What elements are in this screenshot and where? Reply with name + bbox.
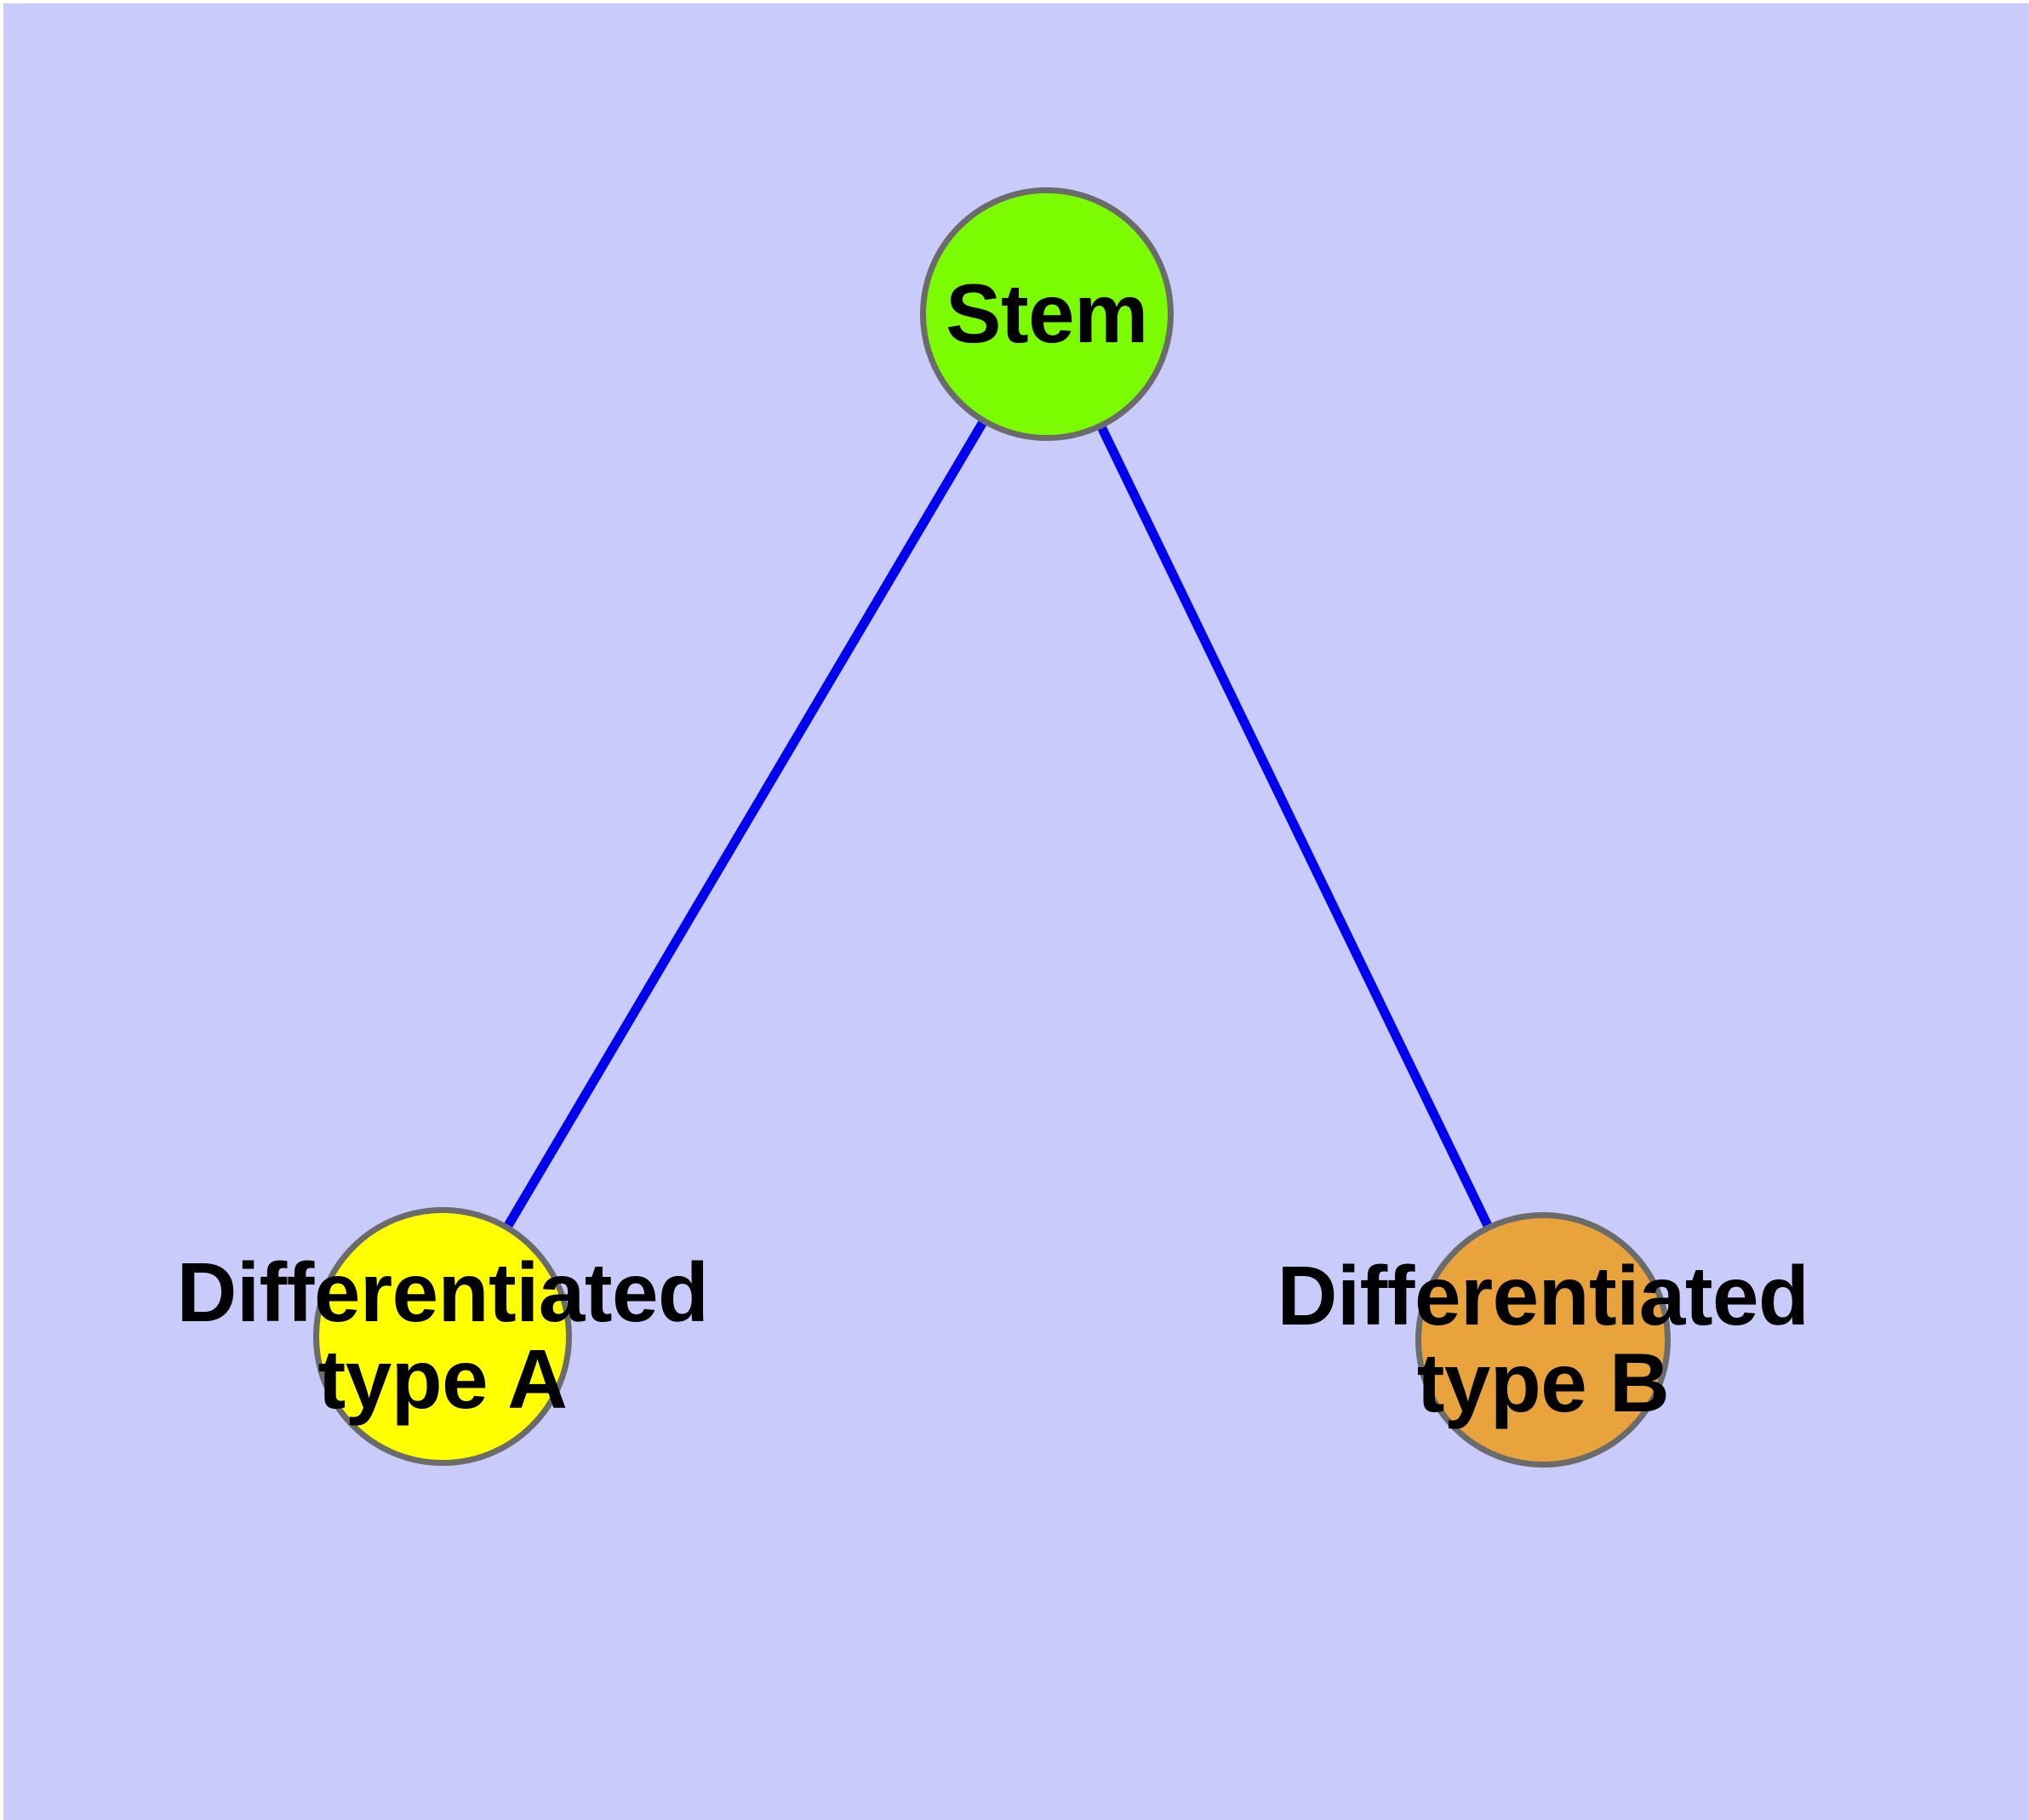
edges-group [504, 421, 1492, 1228]
graph-node-diff_b[interactable] [1415, 1212, 1671, 1468]
graph-edge [504, 421, 986, 1228]
graph-edge [1097, 426, 1492, 1228]
graph-node-diff_a[interactable] [313, 1207, 572, 1466]
graph-node-stem[interactable] [920, 187, 1174, 441]
